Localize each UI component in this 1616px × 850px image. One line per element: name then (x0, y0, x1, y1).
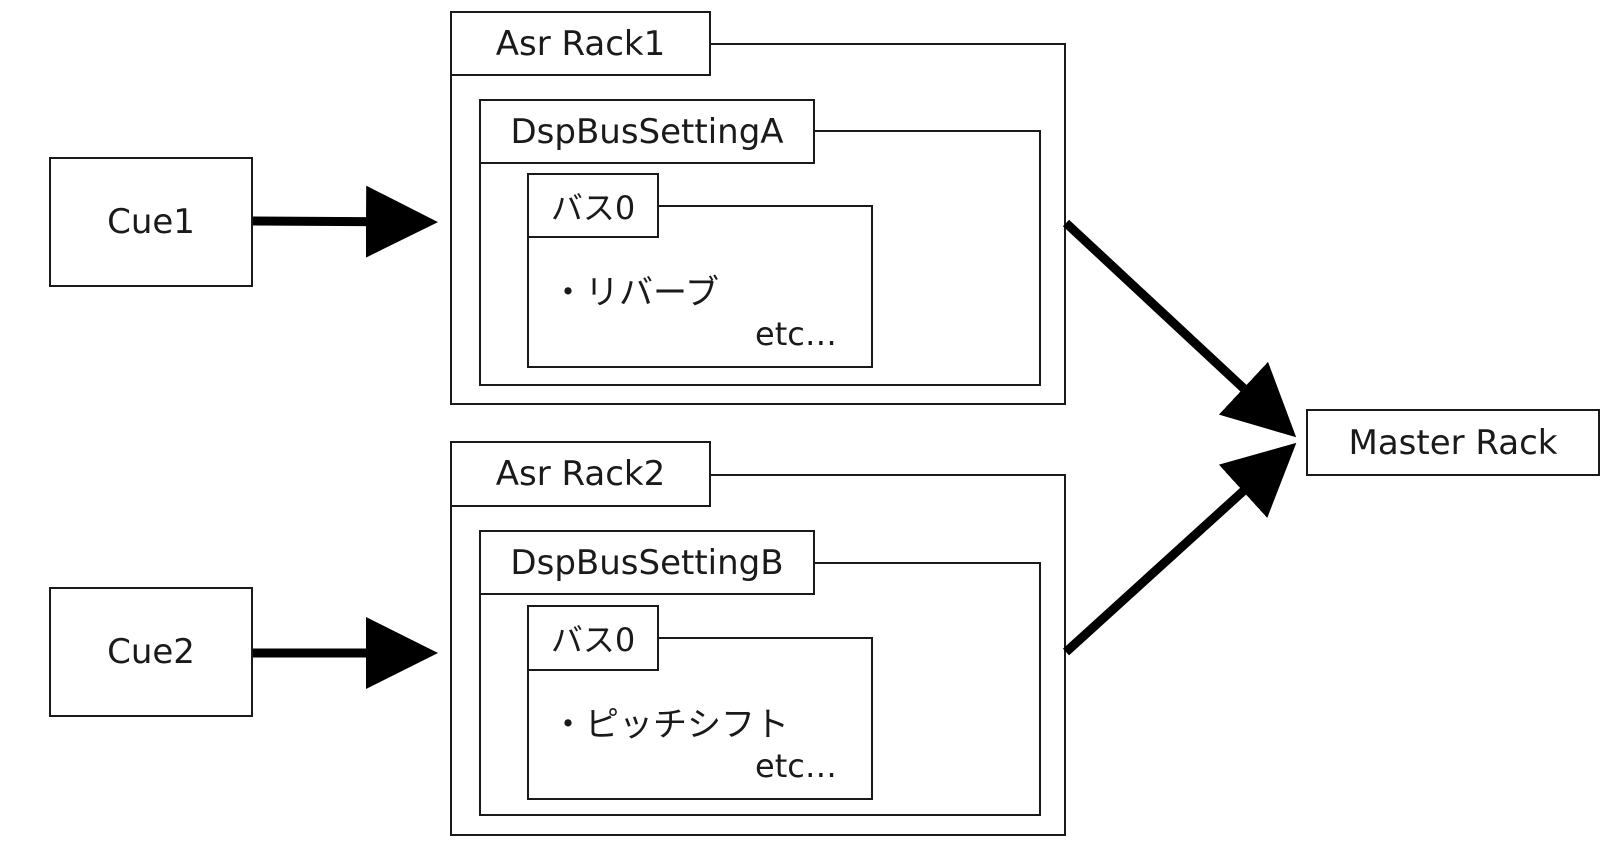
dsp-bus-setting-b-title: DspBusSettingB (479, 530, 815, 595)
asr-rack2-title-text: Asr Rack2 (495, 454, 666, 494)
master-rack-box: Master Rack (1306, 409, 1600, 476)
arrow-cue1-to-rack1 (252, 185, 438, 258)
arrow-rack1-to-master (1062, 219, 1297, 438)
effect-b-text: ・ピッチシフト (551, 705, 789, 745)
cue1-box: Cue1 (49, 157, 253, 287)
effect-a-text: ・リバーブ (551, 273, 719, 313)
dsp-bus-setting-a-title: DspBusSettingA (479, 99, 815, 164)
arrow-rack2-to-master (1062, 442, 1297, 656)
etc-b-text: etc… (755, 747, 837, 785)
asr-rack1-title: Asr Rack1 (450, 11, 711, 76)
dsp-bus-setting-a-text: DspBusSettingA (510, 111, 784, 152)
etc-a-text: etc… (755, 315, 837, 353)
dsp-bus-setting-b-text: DspBusSettingB (510, 542, 784, 583)
bus0-b-title: バス0 (527, 605, 659, 671)
bus0-a-text: バス0 (550, 188, 636, 227)
asr-rack2-title: Asr Rack2 (450, 441, 711, 507)
master-rack-label: Master Rack (1348, 422, 1558, 463)
cue1-label: Cue1 (107, 202, 195, 242)
cue2-box: Cue2 (49, 587, 253, 717)
bus0-a-title: バス0 (527, 173, 659, 238)
cue2-label: Cue2 (107, 632, 195, 672)
bus0-b-text: バス0 (550, 621, 636, 659)
asr-rack1-title-text: Asr Rack1 (495, 23, 666, 64)
